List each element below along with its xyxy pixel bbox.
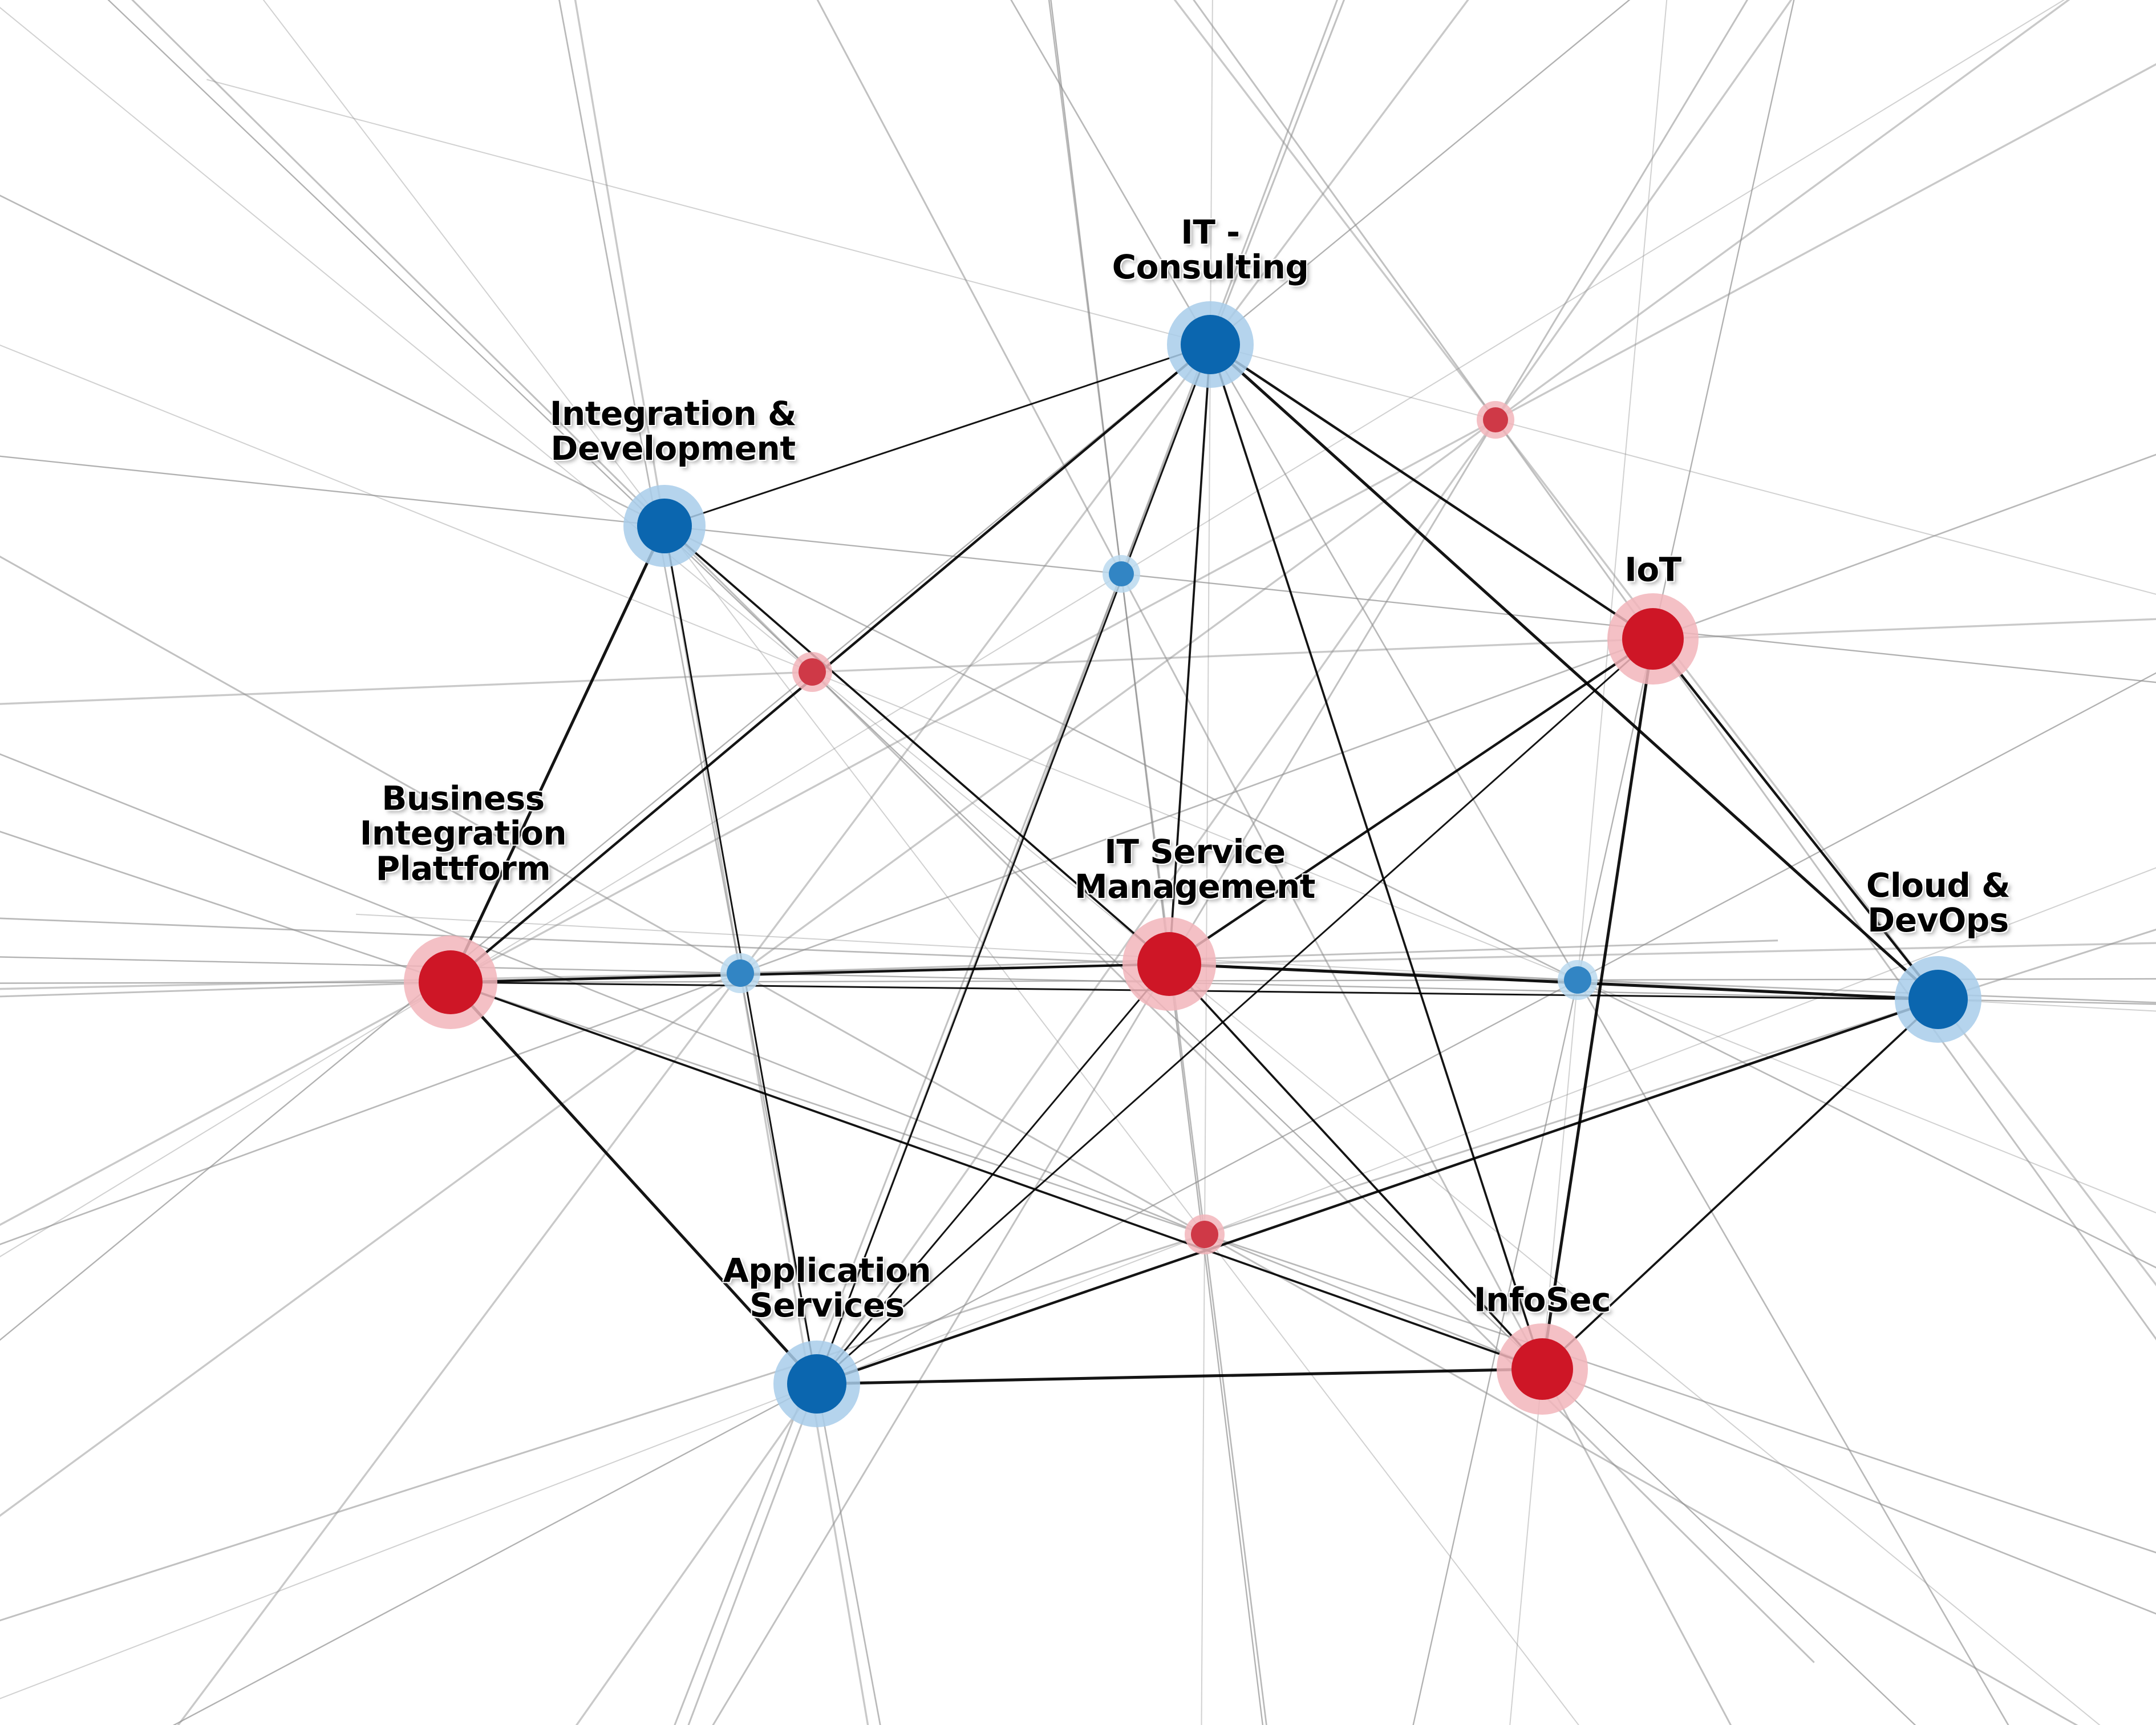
primary-edge-layer: [449, 343, 1939, 1386]
node-layer: [404, 301, 1981, 1427]
graph-edge: [450, 981, 1543, 1370]
node-core[interactable]: [1109, 561, 1134, 586]
node-core[interactable]: [1181, 315, 1240, 374]
graph-edge: [1169, 962, 1939, 1001]
node-core[interactable]: [1191, 1221, 1218, 1248]
background-edge: [0, 917, 2156, 1004]
background-edge: [816, 0, 1732, 1725]
node-core[interactable]: [787, 1354, 846, 1414]
node-core[interactable]: [637, 499, 692, 553]
graph-node-minor-red-upper-right[interactable]: [1477, 401, 1514, 439]
graph-edge: [1652, 638, 1939, 1001]
graph-edge: [1168, 344, 1211, 965]
node-core[interactable]: [1137, 932, 1201, 996]
node-core[interactable]: [419, 950, 483, 1014]
background-edge: [0, 831, 2156, 1554]
graph-edge: [1209, 343, 1939, 1001]
graph-edge: [1168, 963, 1543, 1370]
background-edge: [1173, 0, 2156, 1286]
graph-node-minor-blue-upper-center[interactable]: [1103, 555, 1140, 593]
background-edge: [0, 867, 2156, 1699]
background-edge: [0, 618, 2156, 705]
background-edge: [0, 753, 2156, 1615]
node-core[interactable]: [1908, 970, 1968, 1029]
background-edge: [0, 942, 2156, 990]
graph-edge: [449, 525, 666, 983]
background-edge: [1201, 0, 1213, 1725]
background-edge: [206, 79, 2156, 595]
graph-edge: [449, 981, 818, 1385]
node-core[interactable]: [1483, 407, 1508, 432]
background-edge: [674, 0, 1346, 1725]
graph-edge: [1541, 998, 1939, 1370]
graph-edge: [816, 638, 1654, 1385]
background-edge: [1193, 0, 2156, 1341]
background-edge: [131, 0, 1815, 1663]
background-edge: [1509, 0, 1668, 1725]
graph-edge: [816, 1367, 1543, 1386]
background-edge: [1412, 0, 1795, 1725]
graph-node-business-integration-plattform[interactable]: [404, 936, 497, 1029]
background-edge: [356, 913, 2156, 1012]
graph-node-minor-red-lower-center[interactable]: [1185, 1214, 1225, 1254]
graph-node-cloud-devops[interactable]: [1895, 956, 1981, 1043]
graph-edge: [816, 963, 1170, 1384]
node-core[interactable]: [1564, 966, 1591, 994]
graph-edge: [816, 998, 1939, 1386]
node-core[interactable]: [1511, 1338, 1573, 1400]
node-core[interactable]: [727, 959, 754, 987]
graph-edge: [663, 525, 1170, 965]
graph-edge: [816, 344, 1211, 1384]
graph-edge: [450, 962, 1170, 984]
graph-node-minor-blue-mid-right[interactable]: [1558, 960, 1598, 1000]
graph-node-integration-development[interactable]: [623, 485, 706, 567]
graph-node-iot[interactable]: [1607, 593, 1699, 685]
background-edge: [0, 195, 2156, 1269]
graph-node-application-services[interactable]: [773, 1341, 860, 1427]
background-edge: [687, 0, 1338, 1725]
background-edge: [177, 0, 1469, 1725]
graph-node-minor-blue-mid-left[interactable]: [720, 953, 760, 993]
graph-edge: [664, 343, 1211, 527]
graph-edge: [1168, 638, 1654, 965]
graph-edge: [1541, 638, 1655, 1370]
graph-node-it-service-management[interactable]: [1122, 917, 1216, 1011]
background-edge: [558, 0, 881, 1725]
background-edge: [0, 978, 2156, 984]
background-edge: [0, 929, 2156, 1622]
background-edge: [1010, 0, 2009, 1725]
background-edge: [574, 0, 869, 1725]
node-core[interactable]: [1622, 608, 1684, 670]
graph-edge: [1209, 343, 1654, 640]
graph-node-it-consulting[interactable]: [1167, 301, 1254, 388]
graph-node-minor-red-mid-left[interactable]: [792, 652, 832, 692]
graph-edge: [449, 343, 1211, 983]
background-edge: [575, 0, 1793, 1725]
node-core[interactable]: [799, 658, 826, 686]
background-edge: [1048, 0, 1267, 1725]
graph-node-infosec[interactable]: [1497, 1323, 1588, 1415]
background-edge: [0, 455, 2156, 683]
graph-edge: [1209, 344, 1543, 1370]
background-edge: [1050, 0, 1264, 1725]
